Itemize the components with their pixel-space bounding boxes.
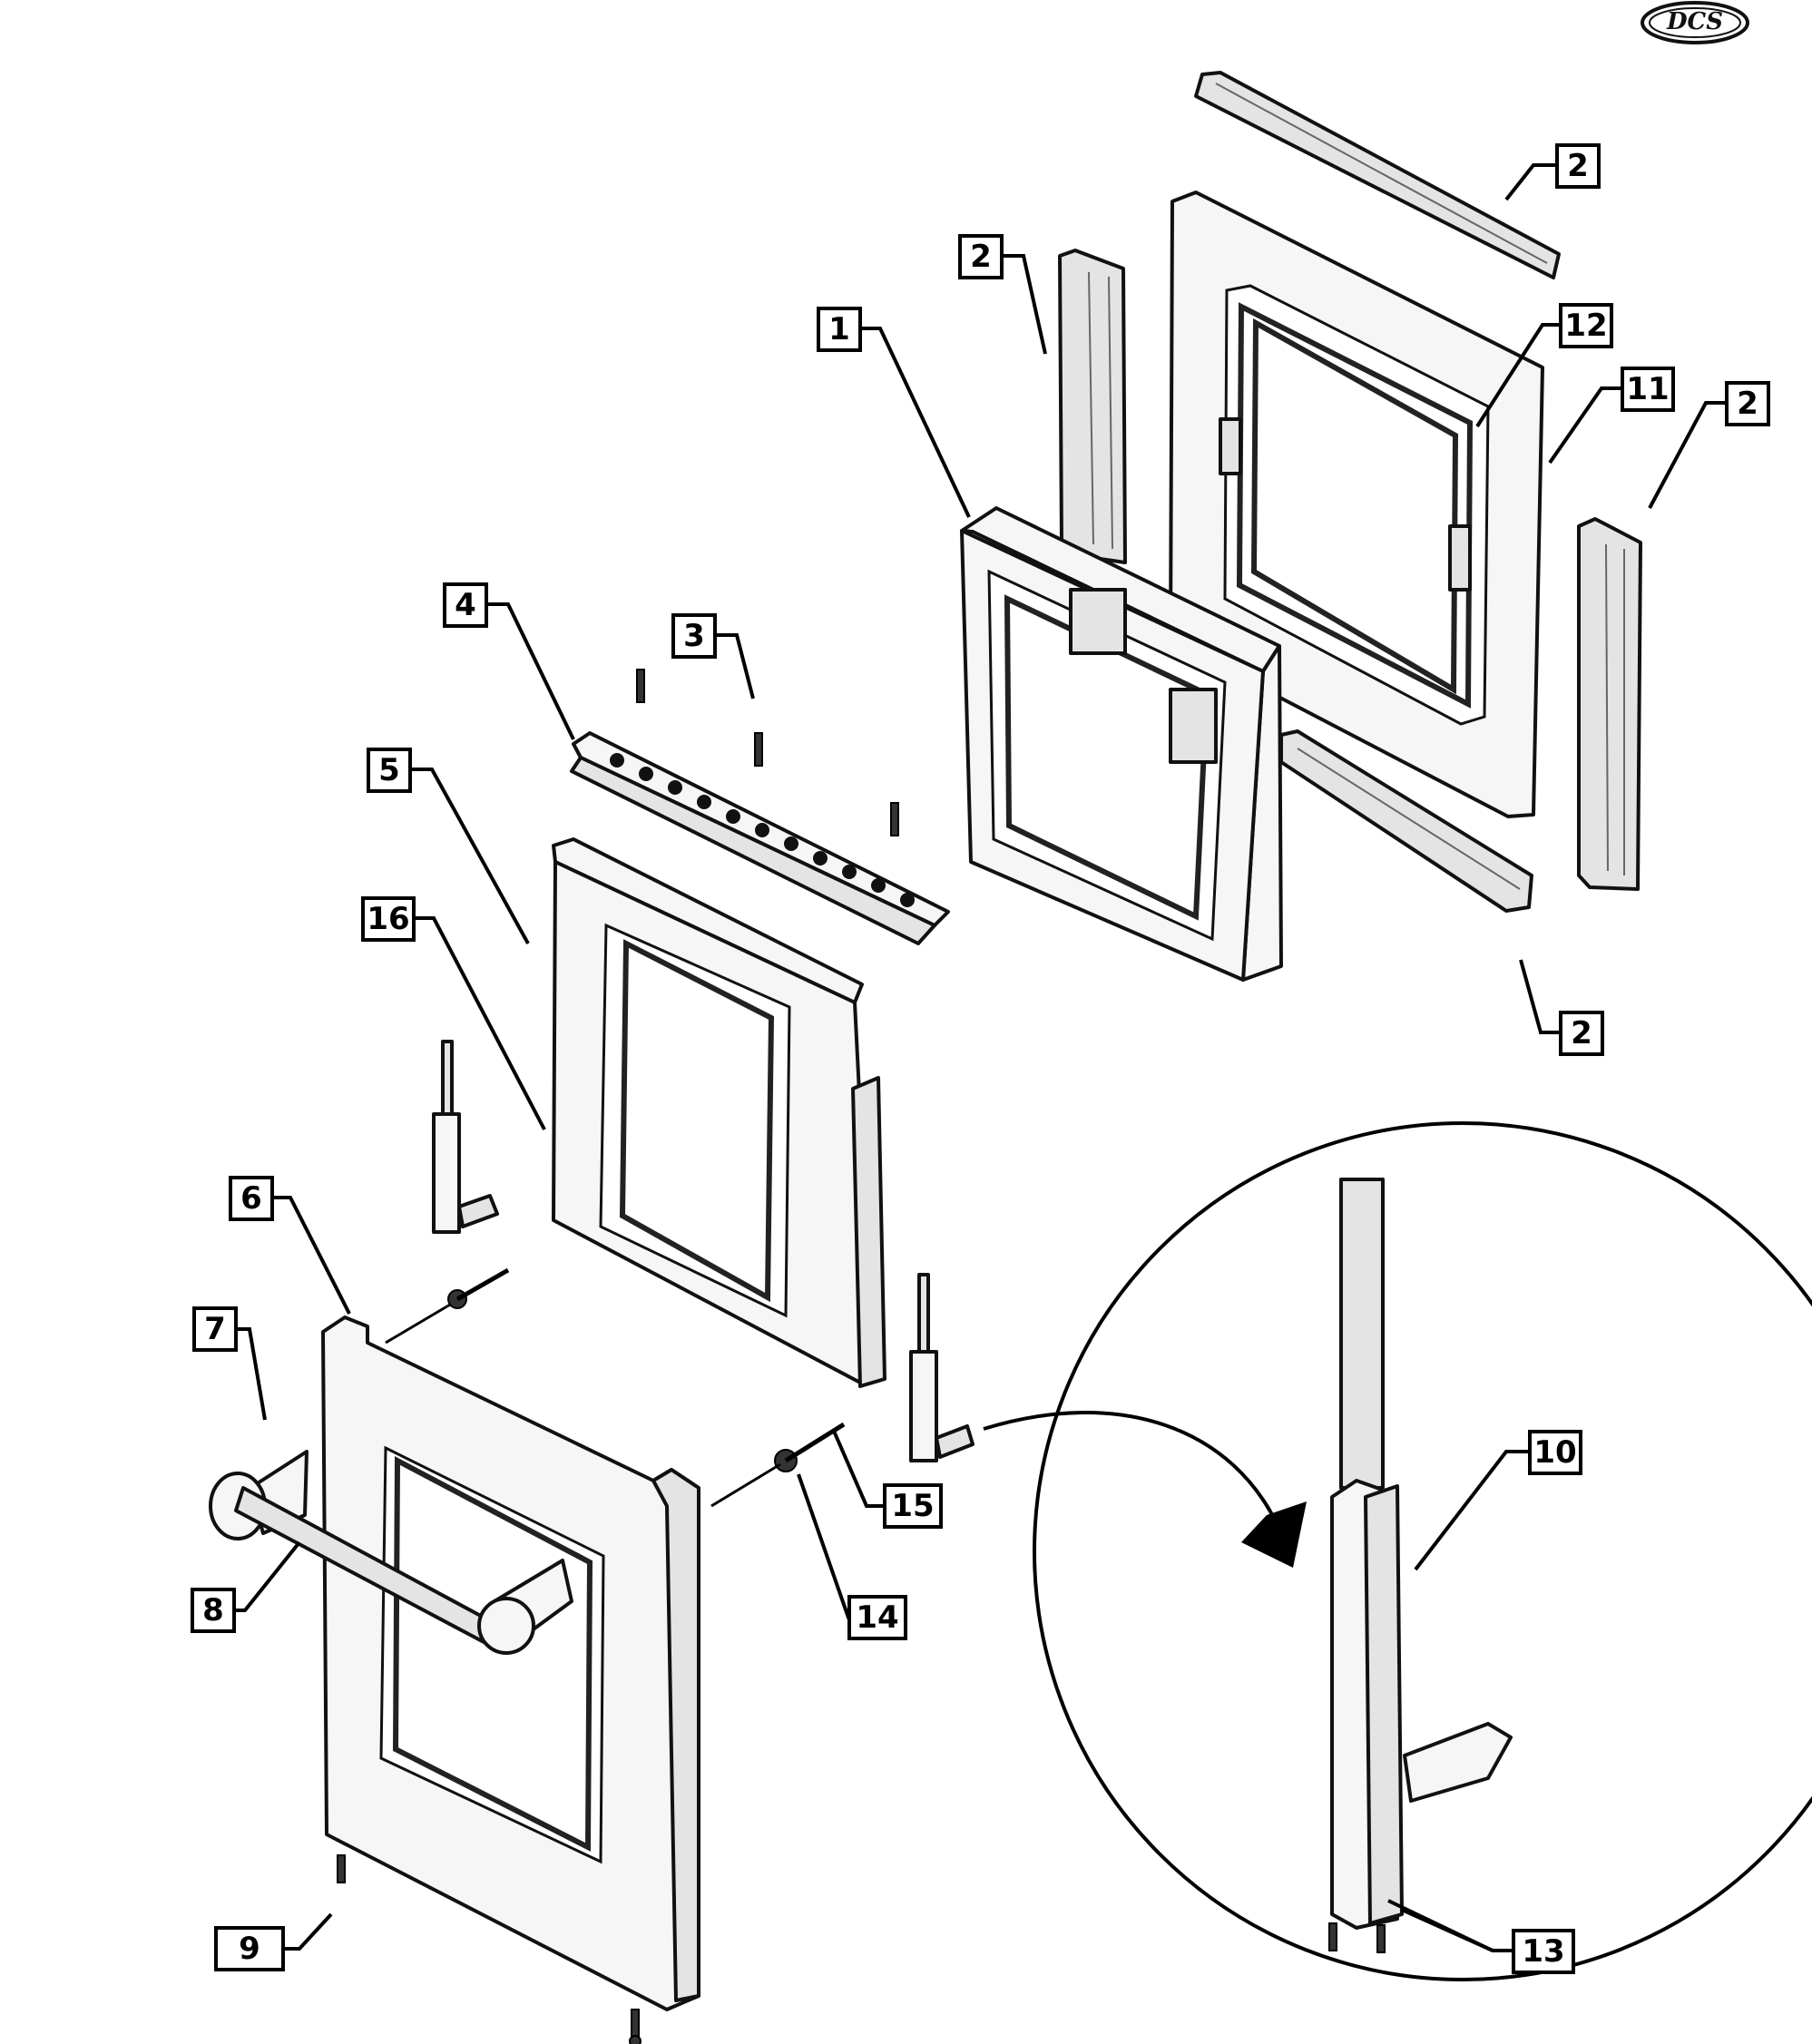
callout-label: 4 bbox=[455, 587, 476, 623]
callout-label: 3 bbox=[683, 618, 705, 654]
callout-4: 4 bbox=[443, 582, 488, 628]
callout-2-left-strip: 2 bbox=[958, 234, 1004, 279]
callout-label: 11 bbox=[1626, 371, 1669, 407]
callout-10: 10 bbox=[1528, 1430, 1582, 1475]
callout-9: 9 bbox=[214, 1926, 285, 1971]
door-liner-box bbox=[960, 506, 1283, 982]
callout-5: 5 bbox=[367, 748, 412, 793]
bracket-screws bbox=[636, 669, 899, 836]
callout-2-right-strip: 2 bbox=[1725, 381, 1770, 426]
callout-2-top-strip: 2 bbox=[1555, 143, 1601, 189]
leader-lines bbox=[236, 163, 1727, 1952]
hinge-right bbox=[909, 1273, 975, 1462]
callout-label: 15 bbox=[891, 1488, 934, 1524]
callout-label: 2 bbox=[1571, 1015, 1592, 1051]
callout-label: 8 bbox=[202, 1592, 224, 1628]
callout-13: 13 bbox=[1512, 1929, 1575, 1974]
hinge-left bbox=[432, 1040, 499, 1234]
callout-12: 12 bbox=[1559, 303, 1613, 348]
callout-6: 6 bbox=[229, 1176, 274, 1221]
callout-1: 1 bbox=[817, 307, 862, 352]
door-handle bbox=[209, 1450, 573, 1655]
callout-label: 5 bbox=[378, 752, 400, 788]
outer-door bbox=[321, 1315, 700, 2011]
callout-label: 16 bbox=[367, 901, 409, 937]
callout-label: 6 bbox=[240, 1180, 262, 1217]
insulation-strip-right bbox=[1577, 517, 1642, 891]
glass-pack-frame bbox=[552, 837, 886, 1388]
callout-label: 2 bbox=[970, 239, 992, 275]
callout-label: 9 bbox=[239, 1931, 260, 1967]
dcs-logo: DCS bbox=[1641, 1, 1749, 44]
callout-7: 7 bbox=[192, 1306, 238, 1352]
vent-bracket bbox=[570, 731, 950, 945]
callout-label: 1 bbox=[828, 311, 850, 347]
insulation-strip-left bbox=[1058, 249, 1127, 564]
callout-label: 13 bbox=[1522, 1933, 1564, 1970]
callout-label: 2 bbox=[1737, 386, 1758, 422]
callout-3: 3 bbox=[671, 613, 717, 659]
callout-label: 2 bbox=[1567, 148, 1589, 184]
callout-label: 12 bbox=[1564, 308, 1607, 344]
callout-14: 14 bbox=[847, 1595, 907, 1640]
callout-15: 15 bbox=[883, 1483, 943, 1529]
callout-16: 16 bbox=[361, 896, 416, 942]
callout-2-bottom-strip: 2 bbox=[1559, 1011, 1604, 1056]
callout-label: 7 bbox=[204, 1311, 226, 1347]
callout-8: 8 bbox=[191, 1588, 236, 1633]
callout-label: 10 bbox=[1533, 1434, 1576, 1471]
callout-11: 11 bbox=[1621, 367, 1675, 412]
logo-text: DCS bbox=[1666, 8, 1723, 35]
insulation-strip-top bbox=[1194, 71, 1561, 279]
door-screws bbox=[337, 1267, 846, 2044]
hinge-detail-magnifier bbox=[983, 1121, 1812, 1981]
callout-label: 14 bbox=[856, 1599, 898, 1636]
